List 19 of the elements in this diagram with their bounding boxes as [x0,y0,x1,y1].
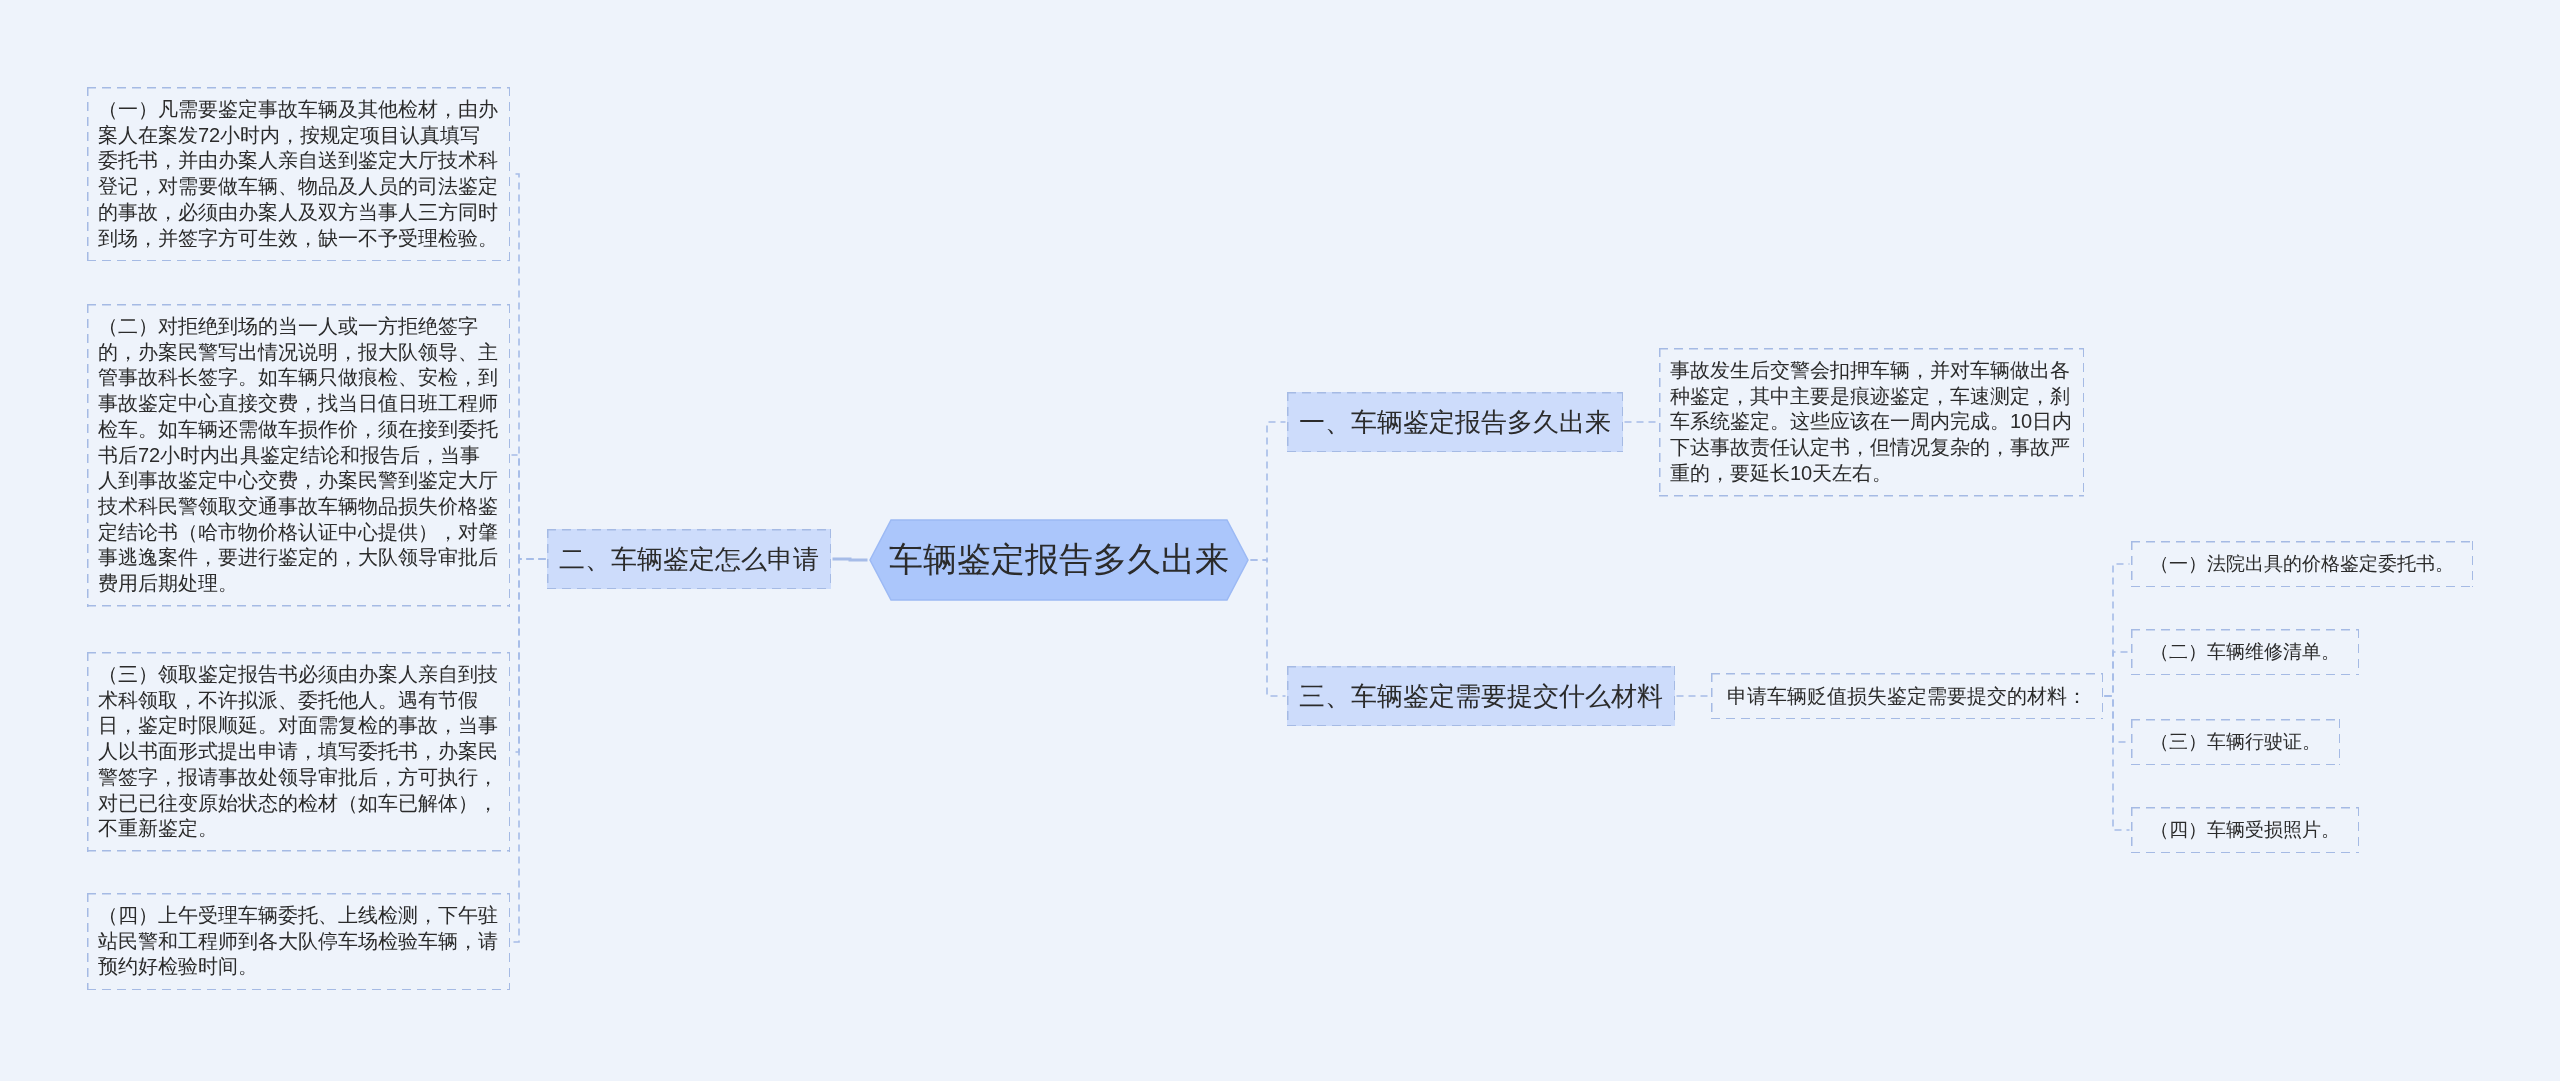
connector-line [1623,421,1659,423]
note-box: （三）领取鉴定报告书必须由办案人亲自到技术科领取，不许拟派、委托他人。遇有节假日，鉴定时限顺延。对面需复检的事故，当事人以书面形式提出申请，填写委托书，办案民警签字，报请事故处领导审批后，方可执行，对已已往变原始状态的检材（如车已解体），不重新鉴定。 [87,652,510,852]
note-box: （二）车辆维修清单。 [2131,629,2359,675]
note-box: （四）上午受理车辆委托、上线检测，下午驻站民警和工程师到各大队停车场检验车辆，请预约好检验时间。 [87,893,510,991]
topic-box: 二、车辆鉴定怎么申请 [547,529,831,589]
note-box: （二）对拒绝到场的当一人或一方拒绝签字的，办案民警写出情况说明，报大队领导、主管事故科长签字。如车辆只做痕检、安检，到事故鉴定中心直接交费，找当日值日班工程师检车。如车辆还需做车损作价，须在接到委托书后72小时内出具鉴定结论和报告后，当事人到事故鉴定中心交费，办案民警到鉴定大厅技术科民警领取交通事故车辆物品损失价格鉴定结论书（哈市物价格认证中心提供），对肇事逃逸案件，要进行鉴定的，大队领导审批后费用后期处理。 [87,304,510,607]
note-box: （一）凡需要鉴定事故车辆及其他检材，由办案人在案发72小时内，按规定项目认真填写委托书，并由办案人亲自送到鉴定大厅技术科登记，对需要做车辆、物品及人员的司法鉴定的事故，必须由办案人及双方当事人三方同时到场，并签字方可生效，缺一不予受理检验。 [87,87,510,262]
connector-line [1249,559,1287,697]
connector-line [2103,695,2131,831]
note-box: 事故发生后交警会扣押车辆，并对车辆做出各种鉴定，其中主要是痕迹鉴定，车速测定，刹车系统鉴定。这些应该在一周内完成。10日内下达事故责任认定书，但情况复杂的，事故严重的，要延长10天左右。 [1659,348,2084,497]
topic-hexagon: 车辆鉴定报告多久出来 [869,519,1249,601]
note-box: 申请车辆贬值损失鉴定需要提交的材料： [1711,673,2103,719]
connector-line [1675,695,1711,697]
note-box: （三）车辆行驶证。 [2131,719,2340,765]
note-box: （四）车辆受损照片。 [2131,807,2359,853]
topic-box: 三、车辆鉴定需要提交什么材料 [1287,666,1675,726]
connector-line [832,557,868,562]
topic-box: 一、车辆鉴定报告多久出来 [1287,392,1623,452]
note-box: （一）法院出具的价格鉴定委托书。 [2131,541,2473,587]
